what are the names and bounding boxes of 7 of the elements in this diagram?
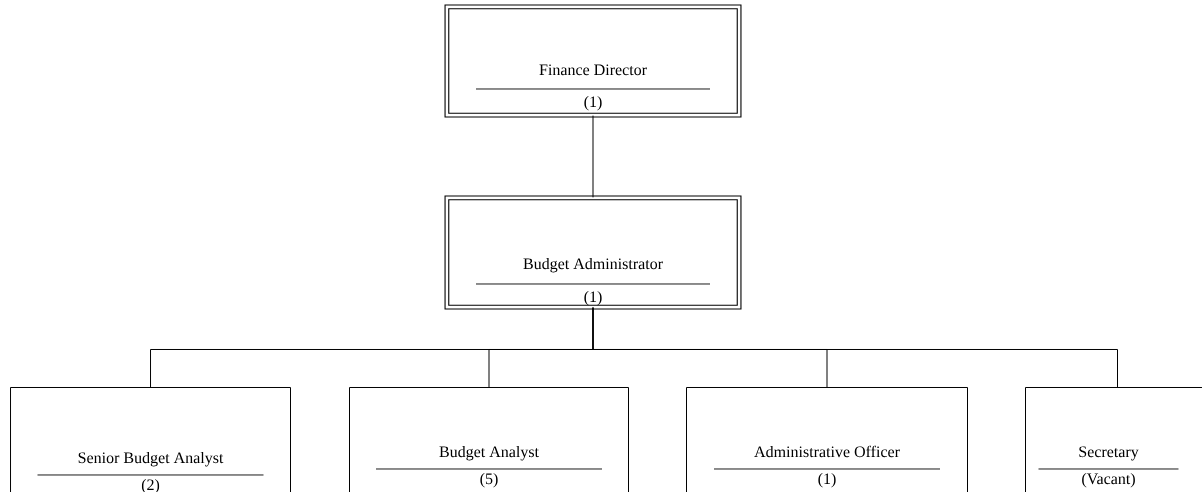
connector-line (592, 307, 1118, 388)
position-box: Finance Director (1) (444, 4, 742, 118)
connector-line (592, 115, 594, 198)
position-box: Administrative Officer (1) (686, 387, 968, 492)
position-box: Budget Administrator (1) (444, 195, 742, 310)
position-box: Budget Analyst (5) (349, 387, 629, 492)
position-box: Secretary (Vacant) (1025, 387, 1202, 492)
